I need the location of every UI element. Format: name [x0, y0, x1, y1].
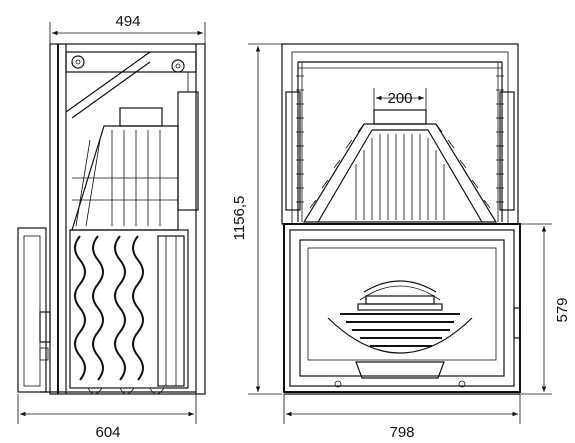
firebox-frame — [283, 223, 521, 393]
foot-icon — [458, 380, 466, 388]
side-door-profile — [17, 227, 47, 393]
dimension-label-798: 798 — [389, 424, 414, 441]
dimension-front-bottom: 798 — [283, 394, 521, 441]
dimension-label-1156-5: 1156,5 — [231, 196, 248, 241]
foot-icon — [334, 380, 342, 388]
fire-grate — [327, 280, 473, 379]
glass-door — [299, 239, 505, 377]
smoke-outlet — [373, 109, 427, 125]
dimension-front-door: 579 — [520, 223, 571, 395]
door-handle — [513, 307, 521, 339]
dimension-side-bottom: 604 — [17, 394, 197, 441]
side-frame — [49, 43, 206, 395]
side-view: 494 — [17, 13, 206, 441]
dimension-label-494: 494 — [115, 13, 140, 30]
front-upper-frame — [281, 43, 519, 225]
pulley-icon — [71, 55, 185, 73]
hood — [302, 123, 498, 223]
dimension-front-outlet: 200 — [373, 88, 427, 110]
heat-exchanger-fins — [74, 235, 144, 381]
dimension-label-579: 579 — [554, 297, 571, 322]
dimension-label-200: 200 — [387, 90, 412, 107]
dimension-side-top: 494 — [49, 13, 206, 48]
dimension-label-604: 604 — [95, 424, 120, 441]
dimension-front-height: 1156,5 — [231, 43, 282, 395]
front-view: 1156,5 200 — [231, 43, 571, 441]
